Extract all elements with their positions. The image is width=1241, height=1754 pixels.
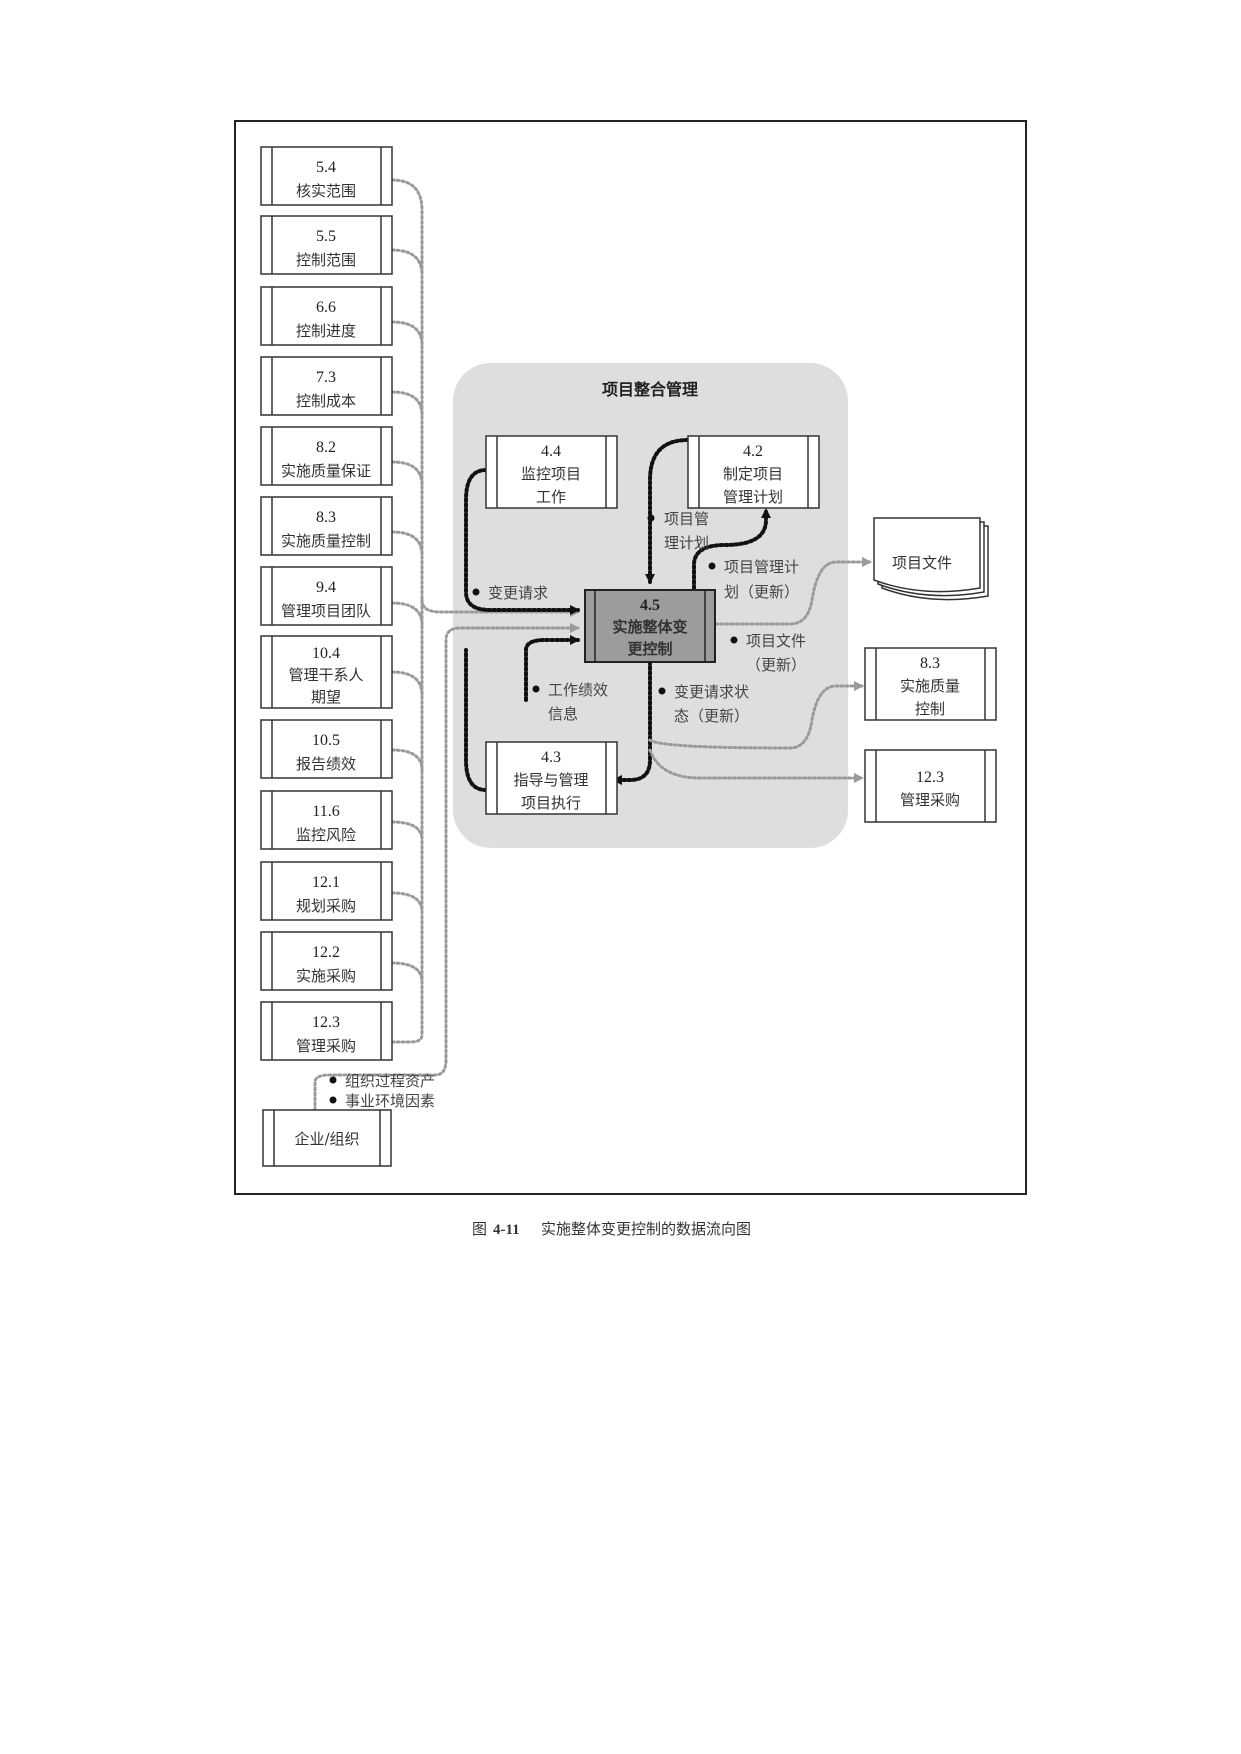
process-box-8-3-right: 8.3 实施质量 控制 — [864, 647, 997, 721]
process-box-7-3: 7.3 控制成本 — [260, 356, 393, 416]
svg-text:实施整体变更控制的数据流向图: 实施整体变更控制的数据流向图 — [541, 1220, 751, 1238]
svg-text:控制: 控制 — [915, 700, 945, 718]
svg-text:更控制: 更控制 — [627, 640, 672, 658]
flow-label-change-request: 变更请求 — [472, 584, 548, 602]
svg-text:项目文件: 项目文件 — [746, 632, 806, 650]
svg-text:变更请求状: 变更请求状 — [674, 683, 749, 701]
svg-text:制定项目: 制定项目 — [723, 465, 783, 483]
internal-flows — [464, 438, 771, 792]
svg-text:企业/组织: 企业/组织 — [294, 1130, 359, 1148]
svg-text:实施质量保证: 实施质量保证 — [281, 462, 371, 480]
flow-label-pm-plan-update: 项目管理计 划（更新） — [708, 558, 799, 601]
svg-text:管理采购: 管理采购 — [900, 791, 960, 809]
project-documents: 项目文件 — [873, 517, 989, 601]
svg-text:4.4: 4.4 — [541, 443, 561, 460]
svg-text:变更请求: 变更请求 — [488, 584, 548, 602]
process-box-12-3-left: 12.3 管理采购 — [260, 1001, 393, 1061]
process-box-10-4: 10.4 管理干系人 期望 — [260, 635, 393, 709]
svg-text:组织过程资产: 组织过程资产 — [345, 1072, 435, 1090]
svg-text:核实范围: 核实范围 — [296, 182, 356, 200]
svg-text:控制进度: 控制进度 — [296, 322, 356, 340]
svg-text:实施质量控制: 实施质量控制 — [281, 532, 371, 550]
svg-text:期望: 期望 — [311, 688, 341, 706]
svg-text:6.6: 6.6 — [316, 299, 336, 316]
svg-text:实施采购: 实施采购 — [296, 967, 356, 985]
process-box-5-4: 5.4 核实范围 — [260, 146, 393, 206]
process-box-4-3: 4.3 指导与管理 项目执行 — [485, 741, 618, 815]
process-box-4-4: 4.4 监控项目 工作 — [485, 435, 618, 509]
svg-text:项目管理计: 项目管理计 — [724, 558, 799, 576]
svg-text:规划采购: 规划采购 — [296, 897, 356, 915]
process-box-8-3: 8.3 实施质量控制 — [260, 496, 393, 556]
svg-text:实施整体变: 实施整体变 — [612, 618, 687, 636]
svg-text:管理计划: 管理计划 — [723, 488, 783, 506]
svg-text:实施质量: 实施质量 — [900, 677, 960, 695]
svg-text:控制范围: 控制范围 — [296, 251, 356, 269]
process-box-6-6: 6.6 控制进度 — [260, 286, 393, 346]
svg-text:管理项目团队: 管理项目团队 — [281, 602, 371, 620]
svg-text:理计划: 理计划 — [664, 534, 709, 552]
svg-text:4.2: 4.2 — [743, 443, 763, 460]
svg-text:12.3: 12.3 — [312, 1014, 340, 1031]
process-box-9-4: 9.4 管理项目团队 — [260, 566, 393, 626]
enterprise-inputs-label: 组织过程资产 事业环境因素 — [329, 1072, 435, 1110]
svg-text:工作绩效: 工作绩效 — [548, 681, 608, 699]
svg-text:监控风险: 监控风险 — [296, 826, 356, 844]
svg-text:4.3: 4.3 — [541, 749, 561, 766]
svg-text:12.3: 12.3 — [916, 769, 944, 786]
svg-text:态（更新）: 态（更新） — [674, 707, 749, 725]
process-box-4-2: 4.2 制定项目 管理计划 — [687, 435, 820, 509]
svg-text:8.3: 8.3 — [920, 655, 940, 672]
svg-text:信息: 信息 — [548, 705, 578, 723]
svg-text:图: 图 — [472, 1220, 487, 1238]
svg-text:11.6: 11.6 — [312, 803, 339, 820]
flow-label-work-performance: 工作绩效 信息 — [532, 681, 608, 723]
process-box-10-5: 10.5 报告绩效 — [260, 719, 393, 779]
process-box-4-5: 4.5 实施整体变 更控制 — [584, 589, 716, 663]
svg-text:控制成本: 控制成本 — [296, 392, 356, 410]
figure-caption: 图 4-11 实施整体变更控制的数据流向图 — [472, 1220, 751, 1238]
svg-text:12.2: 12.2 — [312, 944, 340, 961]
svg-text:项目文件: 项目文件 — [892, 554, 952, 572]
process-box-11-6: 11.6 监控风险 — [260, 790, 393, 850]
process-box-5-5: 5.5 控制范围 — [260, 215, 393, 275]
enterprise-box: 企业/组织 — [262, 1109, 392, 1167]
svg-text:项目执行: 项目执行 — [521, 794, 581, 812]
left-process-boxes: 5.4 核实范围 5.5 控制范围 6.6 控制进度 7.3 控制成本 — [260, 146, 393, 1061]
process-box-12-3-right: 12.3 管理采购 — [864, 749, 997, 823]
left-connectors — [313, 178, 580, 1112]
svg-text:项目管: 项目管 — [664, 510, 709, 528]
svg-text:8.2: 8.2 — [316, 439, 336, 456]
svg-text:管理干系人: 管理干系人 — [288, 666, 363, 684]
svg-text:4.5: 4.5 — [640, 597, 660, 614]
svg-text:4-11: 4-11 — [493, 1222, 520, 1238]
svg-text:10.4: 10.4 — [312, 645, 340, 662]
svg-text:7.3: 7.3 — [316, 369, 336, 386]
process-box-12-1: 12.1 规划采购 — [260, 861, 393, 921]
svg-text:5.5: 5.5 — [316, 228, 336, 245]
svg-text:管理采购: 管理采购 — [296, 1037, 356, 1055]
process-box-8-2: 8.2 实施质量保证 — [260, 426, 393, 486]
group-title: 项目整合管理 — [602, 380, 698, 399]
svg-text:8.3: 8.3 — [316, 509, 336, 526]
svg-text:监控项目: 监控项目 — [521, 465, 581, 483]
svg-text:10.5: 10.5 — [312, 732, 340, 749]
output-flows — [648, 557, 872, 783]
svg-text:9.4: 9.4 — [316, 579, 336, 596]
flow-label-pm-plan-in: 项目管 理计划 — [647, 510, 709, 552]
svg-text:12.1: 12.1 — [312, 874, 340, 891]
svg-text:（更新）: （更新） — [746, 656, 806, 674]
svg-text:报告绩效: 报告绩效 — [296, 755, 356, 773]
process-box-12-2: 12.2 实施采购 — [260, 931, 393, 991]
svg-text:工作: 工作 — [536, 488, 566, 506]
svg-text:划（更新）: 划（更新） — [724, 583, 799, 601]
svg-text:5.4: 5.4 — [316, 159, 336, 176]
svg-text:指导与管理: 指导与管理 — [513, 771, 588, 789]
flow-label-project-docs-update: 项目文件 （更新） — [730, 632, 806, 674]
flow-label-change-request-status: 变更请求状 态（更新） — [658, 683, 749, 725]
svg-text:事业环境因素: 事业环境因素 — [345, 1092, 435, 1110]
